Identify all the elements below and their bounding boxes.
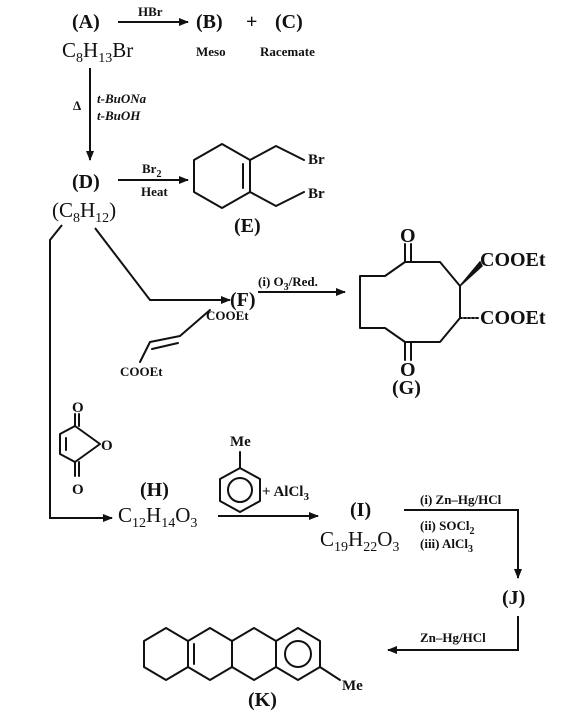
reagent-heat: Heat [141,184,168,199]
arrow-j-to-k [387,616,519,654]
compound-e-structure [193,143,305,209]
dienophile-ester-top: COOEt [206,308,249,323]
toluene-structure [219,451,261,513]
anhydride-o-bottom: O [72,482,84,498]
compound-j-label: (J) [502,587,525,609]
compound-b-label: (B) [196,11,223,33]
compound-e-br-bottom: Br [308,186,325,202]
compound-d-formula: (C8H12) [52,198,116,226]
reagent-j-to-k: Zn–Hg/HCl [420,630,486,645]
compound-i-formula: C19H22O3 [320,527,399,555]
arrow-i-to-j [404,509,522,579]
compound-d-label: (D) [72,171,100,193]
anhydride-o-top: O [72,400,84,416]
compound-h-label: (H) [140,479,169,501]
reagent-tbuona: t-BuONa [97,91,147,106]
compound-b-note: Meso [196,44,226,59]
reagent-alcl3: + AlCl3 [262,484,309,503]
reagent-br2: Br2 [142,161,161,180]
compound-c-label: (C) [275,11,303,33]
reagent-i-step2: (ii) SOCl2 [420,518,474,537]
compound-a-label: (A) [72,11,100,33]
reagent-hbr: HBr [138,4,163,19]
compound-k-structure [143,627,341,681]
delta-symbol: Δ [73,98,81,113]
compound-g-structure [359,243,483,361]
compound-g-oxo-top: O [400,225,416,247]
compound-k-me: Me [342,678,363,694]
compound-g-label: (G) [392,377,421,399]
compound-k-label: (K) [248,689,277,711]
plus-sign: + [246,11,257,33]
reagent-i-step3: (iii) AlCl3 [420,536,473,555]
compound-e-br-top: Br [308,152,325,168]
toluene-me: Me [230,434,251,450]
compound-g-ester-bottom: COOEt [480,307,546,329]
compound-g-ester-top: COOEt [480,249,546,271]
compound-e-label: (E) [234,215,261,237]
maleic-anhydride-structure [59,413,101,477]
compound-h-formula: C12H14O3 [118,503,197,531]
arrow-d-to-h [49,224,113,522]
compound-g-oxo-bottom: O [400,359,416,381]
arrow-d-to-f [94,227,231,304]
dienophile-ester-bottom: COOEt [120,364,163,379]
compound-a-formula: C8H13Br [62,38,133,66]
reagent-ozone: (i) O3/Red. [258,274,318,293]
anhydride-o-ring: O [101,438,113,454]
reagent-tbuoh: t-BuOH [97,108,141,123]
reagent-i-step1: (i) Zn–Hg/HCl [420,492,502,507]
compound-c-note: Racemate [260,44,315,59]
dienophile-structure [139,309,211,363]
compound-i-label: (I) [350,499,371,521]
compound-f-label: (F) [230,289,256,311]
